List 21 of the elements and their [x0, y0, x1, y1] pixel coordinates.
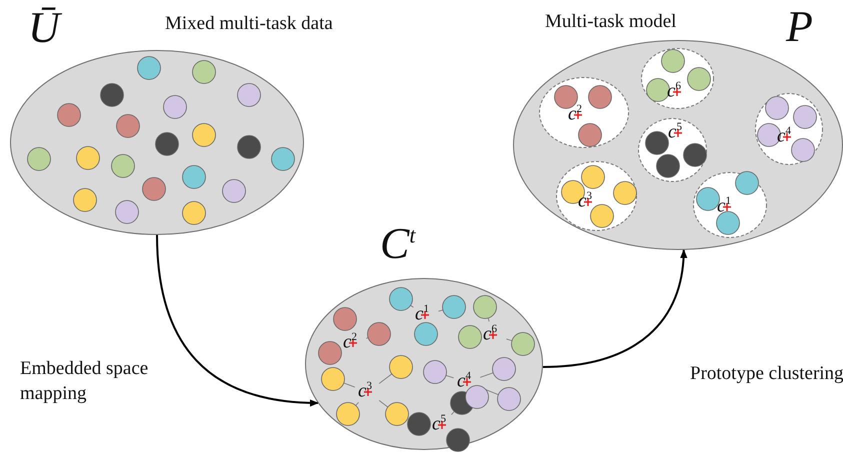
centroid-label: c$^{5}$ — [668, 122, 682, 142]
arrow — [156, 234, 319, 406]
set-symbol: P — [786, 5, 813, 49]
set-symbol: C$^{t}$ — [380, 222, 416, 266]
heading: Mixed multi-task data — [165, 14, 333, 33]
cluster-ellipse — [539, 77, 629, 148]
centroid-label: c$^{3}$ — [358, 381, 372, 400]
centroid-label: c$^{2}$ — [568, 104, 582, 124]
centroid-label: c$^{4}$ — [457, 371, 471, 390]
cluster-ellipse — [693, 172, 767, 238]
centroid-label: c$^{2}$ — [343, 332, 357, 352]
cluster-ellipse — [755, 93, 823, 165]
heading: Multi-task model — [545, 12, 676, 31]
centroid-label: c$^{5}$ — [432, 414, 446, 434]
cluster-ellipse — [638, 118, 707, 182]
cluster-ellipse — [641, 48, 714, 109]
set-symbol: Ū — [28, 6, 60, 50]
centroid-label: c$^{1}$ — [717, 196, 731, 216]
arrow — [542, 249, 687, 368]
centroid-label: c$^{6}$ — [483, 324, 497, 344]
centroid-label: c$^{1}$ — [415, 304, 429, 324]
